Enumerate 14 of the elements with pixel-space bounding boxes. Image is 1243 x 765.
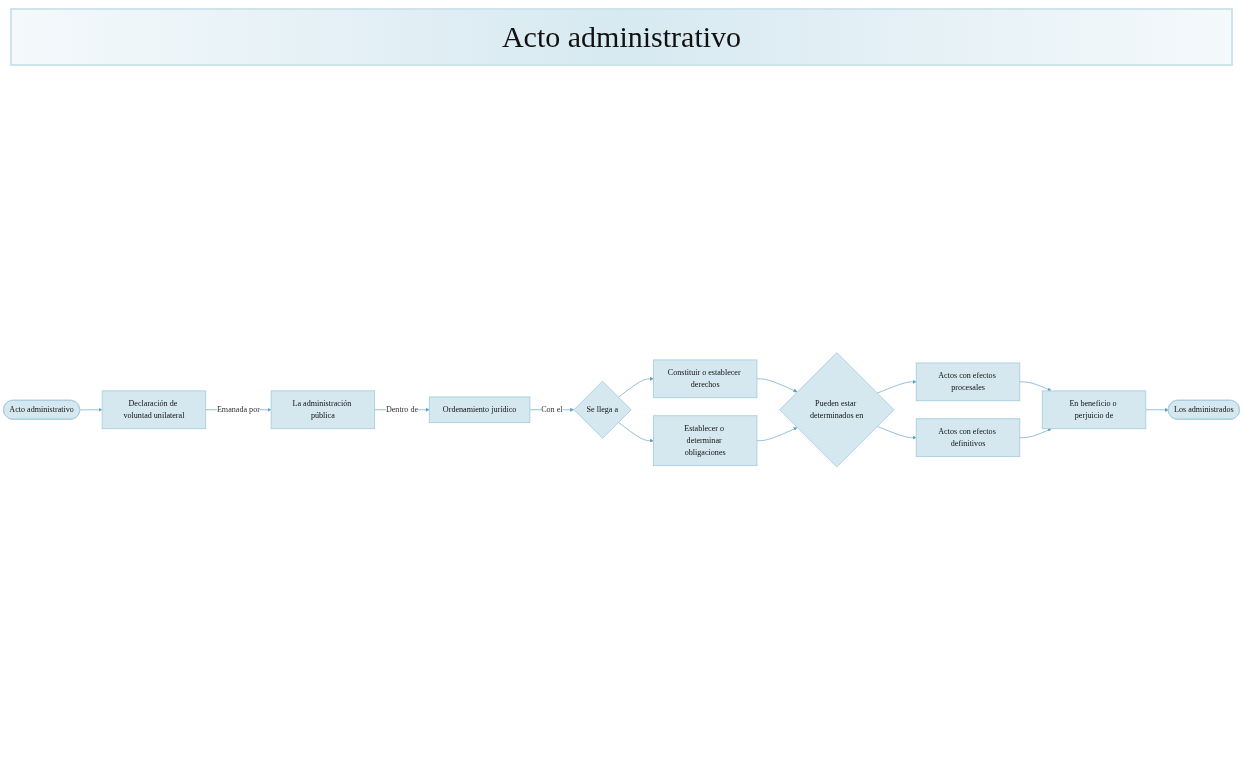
- node-box: Constituir o establecer derechos: [652, 359, 758, 399]
- diagram-title: Acto administrativo: [10, 8, 1233, 66]
- node-diamond: Se llega a: [573, 380, 632, 439]
- node-diamond: Pueden estar determinados en: [779, 352, 895, 468]
- node-box: Declaración de voluntad unilateral: [101, 390, 207, 430]
- node-box: La administración pública: [270, 390, 376, 430]
- node-box: Establecer o determinar obligaciones: [652, 415, 758, 467]
- edge-label: Emanada por: [216, 405, 260, 415]
- edge-label: Dentro de: [385, 405, 419, 415]
- node-box: Actos con efectos definitivos: [915, 418, 1021, 458]
- edge-label: Con el: [541, 405, 563, 415]
- node-box: Ordenamiento jurídico: [428, 396, 531, 424]
- node-box: Actos con efectos procesales: [915, 362, 1021, 402]
- node-box: En beneficio o perjuicio de: [1041, 390, 1147, 430]
